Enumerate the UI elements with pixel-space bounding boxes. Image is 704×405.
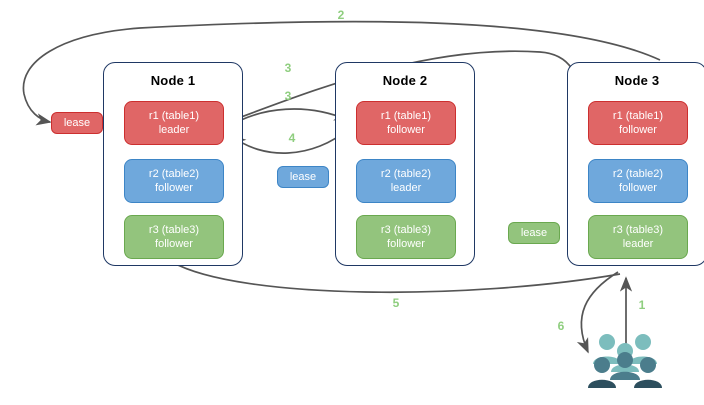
lease-table1-badge[interactable]: lease <box>51 112 103 134</box>
node-3-replica-r1[interactable]: r1 (table1) follower <box>588 101 688 145</box>
node-3-replica-r3[interactable]: r3 (table3) leader <box>588 215 688 259</box>
node-1-replica-r1[interactable]: r1 (table1) leader <box>124 101 224 145</box>
node-1-replica-r1-line1: r1 (table1) <box>148 110 200 122</box>
node-2-replica-r1-line1: r1 (table1) <box>380 110 432 122</box>
users-group-icon <box>588 334 662 388</box>
node-3-replica-r3-line2: leader <box>622 238 654 250</box>
node-1-replica-r1-line2: leader <box>158 124 190 136</box>
node-1-replica-r2-line1: r2 (table2) <box>148 168 200 180</box>
node-2-replica-r3-line1: r3 (table3) <box>380 224 432 236</box>
lease-table2-badge[interactable]: lease <box>277 166 329 188</box>
step-label-3a: 3 <box>284 61 292 75</box>
node-1-title: Node 1 <box>150 73 196 88</box>
node-1-replica-r3-line1: r3 (table3) <box>148 224 200 236</box>
node-1-replica-r3-line2: follower <box>155 238 193 250</box>
node-2-replica-r1[interactable]: r1 (table1) follower <box>356 101 456 145</box>
node-3-replica-r2[interactable]: r2 (table2) follower <box>588 159 688 203</box>
step-label-4: 4 <box>288 131 296 145</box>
node-1-replica-r2-line2: follower <box>155 182 193 194</box>
step-label-3b: 3 <box>284 89 292 103</box>
node-1-container[interactable]: Node 1 r1 (table1) leader r2 (table2) fo… <box>103 62 243 266</box>
step-label-6: 6 <box>557 319 565 333</box>
node-2-replica-r2-line2: leader <box>390 182 422 194</box>
node-2-replica-r1-line2: follower <box>387 124 425 136</box>
node-3-container[interactable]: Node 3 r1 (table1) follower r2 (table2) … <box>567 62 704 266</box>
node-1-replica-r2[interactable]: r2 (table2) follower <box>124 159 224 203</box>
step-label-1: 1 <box>638 298 646 312</box>
node-2-replica-r2[interactable]: r2 (table2) leader <box>356 159 456 203</box>
node-3-replica-r2-line2: follower <box>619 182 657 194</box>
node-2-replica-r2-line1: r2 (table2) <box>380 168 432 180</box>
node-3-title: Node 3 <box>614 73 660 88</box>
node-2-replica-r3-line2: follower <box>387 238 425 250</box>
step-label-5: 5 <box>392 296 400 310</box>
node-3-replica-r1-line1: r1 (table1) <box>612 110 664 122</box>
lease-table3-badge[interactable]: lease <box>508 222 560 244</box>
step-label-2: 2 <box>337 8 345 22</box>
node-3-replica-r1-line2: follower <box>619 124 657 136</box>
node-3-replica-r2-line1: r2 (table2) <box>612 168 664 180</box>
node-1-replica-r3[interactable]: r3 (table3) follower <box>124 215 224 259</box>
node-2-container[interactable]: Node 2 r1 (table1) follower r2 (table2) … <box>335 62 475 266</box>
node-3-replica-r3-line1: r3 (table3) <box>612 224 664 236</box>
node-2-replica-r3[interactable]: r3 (table3) follower <box>356 215 456 259</box>
edge-5 <box>171 261 621 294</box>
node-2-title: Node 2 <box>382 73 428 88</box>
